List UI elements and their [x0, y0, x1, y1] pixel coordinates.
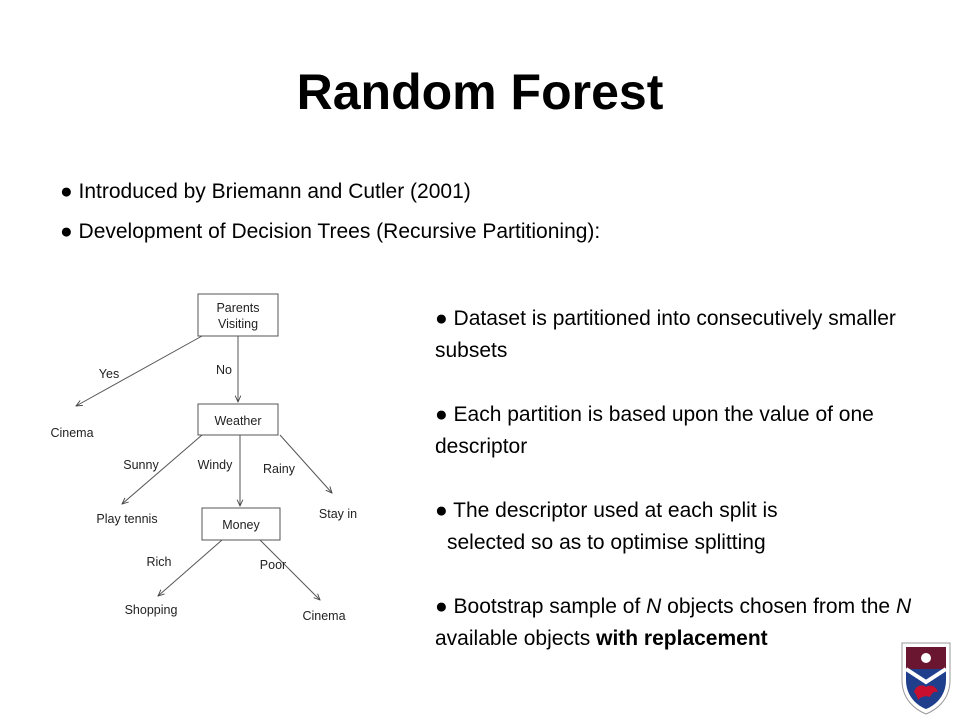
point-partitioning: ● Dataset is partitioned into consecutiv…	[435, 307, 896, 362]
node-label: Money	[222, 518, 260, 532]
node-label: Visiting	[218, 317, 258, 331]
edge-rich	[158, 539, 223, 596]
node-money	[201, 507, 281, 541]
bullet-dot: ●	[435, 403, 448, 426]
bullet-dot: ●	[60, 180, 73, 203]
point-descriptor: ● Each partition is based upon the value…	[435, 403, 874, 458]
node-label: Parents	[216, 301, 259, 315]
slide-title: Random Forest	[296, 64, 664, 120]
node-weather	[197, 403, 279, 436]
leaf-label: Play tennis	[96, 512, 157, 526]
leaf-label: Cinema	[302, 609, 345, 623]
node-parents-visiting	[197, 293, 279, 337]
edge-label: Windy	[198, 458, 233, 472]
edge-label: Rainy	[263, 462, 296, 476]
bullet-dot: ●	[435, 499, 448, 522]
leaf-label: Cinema	[50, 426, 93, 440]
edge-sunny	[122, 434, 203, 504]
shield-crest-logo	[901, 642, 951, 715]
intro-bullet: ● Development of Decision Trees (Recursi…	[60, 220, 601, 243]
intro-bullet: ● Introduced by Briemann and Cutler (200…	[60, 180, 471, 203]
edge-label: Yes	[99, 367, 119, 381]
node-label: Weather	[214, 414, 261, 428]
edge-label: Rich	[146, 555, 171, 569]
explanation-bullets: ● Dataset is partitioned into consecutiv…	[435, 303, 950, 655]
edge-label: Poor	[260, 558, 286, 572]
bullet-dot: ●	[435, 595, 448, 618]
edge-poor	[259, 539, 320, 600]
intro-bullets: ● Introduced by Briemann and Cutler (200…	[60, 172, 600, 252]
leaf-label: Stay in	[319, 507, 357, 521]
point-bootstrap: ● Bootstrap sample of N objects chosen f…	[435, 595, 912, 650]
edge-rainy	[279, 434, 332, 493]
bullet-dot: ●	[435, 307, 448, 330]
bullet-dot: ●	[60, 220, 73, 243]
decision-tree-diagram: Parents Visiting Weather Money Cinema Pl…	[50, 293, 357, 623]
edge-yes	[76, 335, 203, 406]
edge-label: No	[216, 363, 232, 377]
edge-label: Sunny	[123, 458, 159, 472]
leaf-label: Shopping	[125, 603, 178, 617]
